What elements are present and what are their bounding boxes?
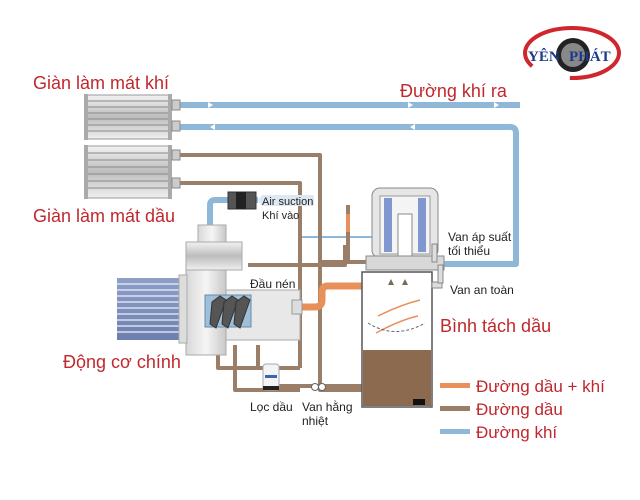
compressor-head-label: Đầu nén bbox=[250, 277, 295, 291]
air-intake-label: Khí vào bbox=[262, 210, 299, 222]
air-flow-arrows bbox=[208, 102, 499, 130]
oil-cooler bbox=[84, 145, 181, 199]
thermostatic-valve bbox=[311, 383, 326, 391]
min-pressure-valve-label-2: tối thiểu bbox=[448, 244, 490, 258]
oil-air-pipe bbox=[300, 282, 370, 311]
legend-label-oil: Đường dầu bbox=[476, 400, 563, 419]
thermo-valve-label-1: Van hằng bbox=[302, 399, 353, 414]
legend-label-oil-air: Đường dầu + khí bbox=[476, 377, 605, 396]
oil-filter-label: Lọc dầu bbox=[250, 400, 293, 414]
logo-text-right: PHÁT bbox=[569, 48, 611, 65]
air-suction-pipe bbox=[207, 197, 258, 228]
legend-swatch-oil-air bbox=[440, 383, 470, 388]
legend-label-air: Đường khí bbox=[476, 423, 557, 442]
air-suction-label: Air suction bbox=[262, 196, 313, 208]
legend-swatch-oil bbox=[440, 406, 470, 411]
compressor bbox=[185, 224, 303, 356]
min-pressure-valve-label-1: Van áp suất bbox=[448, 230, 512, 244]
oil-separator bbox=[361, 187, 445, 408]
legend-swatch-air bbox=[440, 429, 470, 434]
separator-label: Bình tách dầu bbox=[440, 316, 551, 336]
logo-text-left: YÊN bbox=[528, 48, 560, 65]
thermo-valve-label-2: nhiệt bbox=[302, 414, 329, 428]
main-motor bbox=[117, 274, 188, 344]
air-return-pipe bbox=[178, 124, 519, 267]
air-out-label: Đường khí ra bbox=[400, 81, 508, 101]
air-cooler bbox=[84, 94, 181, 140]
safety-valve-label: Van an toàn bbox=[450, 283, 514, 297]
air-cooler-label: Giàn làm mát khí bbox=[33, 73, 169, 93]
main-motor-label: Động cơ chính bbox=[63, 352, 181, 372]
air-pipes bbox=[178, 102, 520, 267]
air-suction-tag bbox=[258, 195, 314, 206]
oil-cooler-label: Giàn làm mát dầu bbox=[33, 206, 175, 226]
oil-filter bbox=[262, 363, 280, 391]
brand-logo: YÊN PHÁT bbox=[522, 25, 622, 81]
legend: Đường dầu + khí Đường dầu Đường khí bbox=[440, 377, 605, 442]
air-filter bbox=[227, 191, 257, 210]
